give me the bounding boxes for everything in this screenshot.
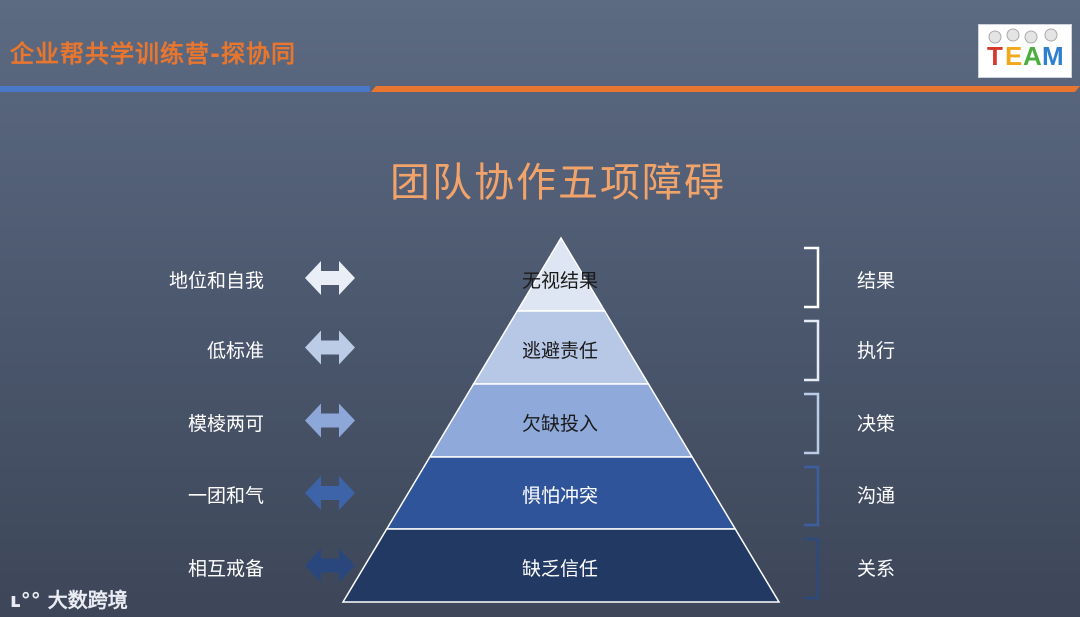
pyramid-layer-label: 惧怕冲突 [460,481,660,508]
right-label: 沟通 [857,481,895,508]
double-arrow-icon [305,404,355,438]
left-label: 一团和气 [188,481,264,508]
right-bracket [804,467,818,525]
right-bracket [804,539,818,598]
pyramid-layer-label: 欠缺投入 [460,409,660,436]
watermark: ʟ°° 大数跨境 [10,584,128,613]
double-arrow-icon [305,331,355,365]
pyramid-layer-label: 逃避责任 [460,336,660,363]
right-label: 关系 [857,554,895,581]
left-label: 低标准 [207,336,264,363]
watermark-logo-icon: ʟ°° [10,588,41,612]
right-label: 结果 [857,266,895,293]
left-label: 模棱两可 [188,409,264,436]
right-bracket [804,394,818,453]
double-arrow-icon [305,261,355,295]
double-arrow-icon [305,476,355,510]
double-arrow-icon [305,549,355,583]
right-label: 执行 [857,336,895,363]
pyramid-layer-label: 无视结果 [460,266,660,293]
right-bracket [804,321,818,380]
left-label: 相互戒备 [188,554,264,581]
pyramid-layer-label: 缺乏信任 [460,554,660,581]
left-label: 地位和自我 [169,266,264,293]
right-bracket [804,248,818,307]
watermark-text: 大数跨境 [48,588,128,612]
right-label: 决策 [857,409,895,436]
